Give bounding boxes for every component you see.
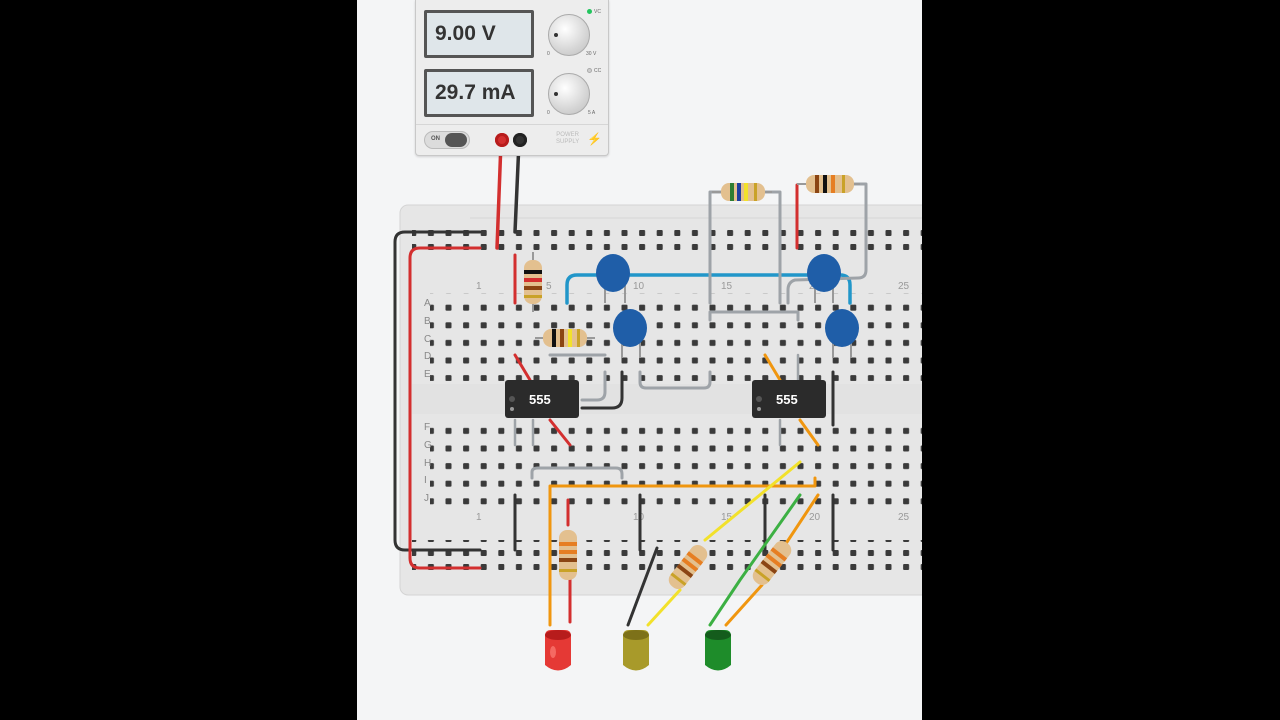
ic-555-right[interactable]: 555	[752, 380, 826, 418]
svg-text:B: B	[424, 316, 431, 327]
svg-text:15: 15	[721, 512, 733, 523]
current-knob-min: 0	[547, 110, 550, 116]
wire-orange-4[interactable]	[783, 493, 820, 547]
wire-red-4[interactable]	[548, 418, 572, 447]
resistor-led-green[interactable]	[750, 538, 795, 588]
power-toggle-knob	[445, 133, 467, 147]
cc-indicator-icon	[587, 68, 592, 73]
capacitor-c2[interactable]	[613, 309, 647, 358]
current-knob[interactable]	[548, 73, 590, 115]
svg-text:1: 1	[476, 281, 482, 292]
wire-chip2-legs	[778, 353, 800, 447]
wire-red-3[interactable]	[513, 353, 532, 382]
svg-text:25: 25	[898, 281, 910, 292]
led-yellow[interactable]	[623, 630, 649, 671]
wire-orange-3[interactable]	[798, 418, 820, 447]
svg-text:J: J	[424, 493, 429, 504]
wire-orange-2[interactable]	[763, 353, 782, 382]
capacitor-c1[interactable]	[596, 254, 630, 303]
wire-psu-positive[interactable]	[495, 140, 503, 250]
capacitor-c3[interactable]	[807, 254, 841, 303]
wire-ground-loop[interactable]	[393, 230, 482, 552]
resistor-led-yellow[interactable]	[666, 542, 711, 592]
current-knob-max: 5 A	[588, 110, 596, 116]
wire-yellow[interactable]	[646, 460, 802, 627]
resistor-r2[interactable]	[535, 329, 595, 347]
wire-vcc-loop[interactable]	[408, 246, 482, 570]
voltage-display: 9.00 V	[424, 10, 534, 58]
wire-psu-negative[interactable]	[513, 140, 521, 234]
cc-label: CC	[594, 68, 602, 74]
svg-text:25: 25	[898, 512, 910, 523]
capacitor-c4[interactable]	[825, 309, 859, 358]
svg-text:G: G	[424, 440, 432, 451]
svg-text:5: 5	[546, 281, 552, 292]
voltage-knob[interactable]	[548, 14, 590, 56]
resistor-led-red[interactable]	[559, 530, 577, 580]
bottom-power-rail[interactable]	[412, 540, 952, 574]
terminal-strip-bottom[interactable]	[430, 417, 950, 505]
wire-gray-7[interactable]	[638, 370, 712, 390]
ic-label: 555	[776, 392, 798, 407]
led-red[interactable]	[545, 630, 571, 671]
svg-text:10: 10	[633, 281, 645, 292]
wire-gray-6[interactable]	[580, 370, 607, 402]
svg-text:A: A	[424, 298, 431, 309]
power-toggle-label: ON	[431, 136, 440, 142]
svg-text:D: D	[424, 351, 431, 362]
terminal-strip-top[interactable]	[430, 293, 950, 381]
wire-green[interactable]	[708, 493, 802, 627]
power-toggle[interactable]: ON	[424, 131, 470, 149]
psu-brand: POWER SUPPLY	[556, 132, 580, 145]
wire-gray-8[interactable]	[530, 466, 624, 480]
resistor-r1[interactable]	[524, 252, 542, 312]
power-supply[interactable]: 9.00 V 29.7 mA VC CC 0 30 V 0 5 A ON POW…	[415, 0, 609, 156]
svg-text:F: F	[424, 422, 430, 433]
wire-black-led[interactable]	[626, 546, 659, 627]
wire-orange-bus[interactable]	[548, 476, 817, 497]
wire-chip1-legs	[513, 418, 535, 447]
svg-text:C: C	[424, 334, 431, 345]
wire-gray-3[interactable]	[786, 182, 868, 305]
cv-indicator-icon	[587, 9, 592, 14]
svg-text:20: 20	[809, 512, 821, 523]
wire-orange-5[interactable]	[724, 583, 764, 627]
cv-label: VC	[594, 9, 601, 15]
svg-text:I: I	[424, 475, 427, 486]
voltage-knob-min: 0	[547, 51, 550, 57]
svg-text:1: 1	[476, 512, 482, 523]
wire-black-1[interactable]	[580, 370, 624, 410]
positive-terminal[interactable]	[495, 133, 509, 147]
resistor-r3[interactable]	[712, 183, 772, 201]
wire-gray-4[interactable]	[708, 310, 800, 322]
voltage-knob-max: 30 V	[586, 51, 597, 57]
row-labels: A B C D E F G H I J	[424, 298, 432, 504]
svg-text:H: H	[424, 458, 431, 469]
svg-text:E: E	[424, 369, 431, 380]
led-green[interactable]	[705, 630, 731, 671]
lightning-icon: ⚡	[587, 132, 602, 146]
ic-label: 555	[529, 392, 551, 407]
wire-red-led[interactable]	[566, 498, 572, 624]
svg-text:15: 15	[721, 281, 733, 292]
negative-terminal[interactable]	[513, 133, 527, 147]
ic-555-left[interactable]: 555	[505, 380, 579, 418]
resistor-r4[interactable]	[797, 175, 860, 193]
current-display: 29.7 mA	[424, 69, 534, 117]
top-power-rail[interactable]	[412, 217, 952, 258]
